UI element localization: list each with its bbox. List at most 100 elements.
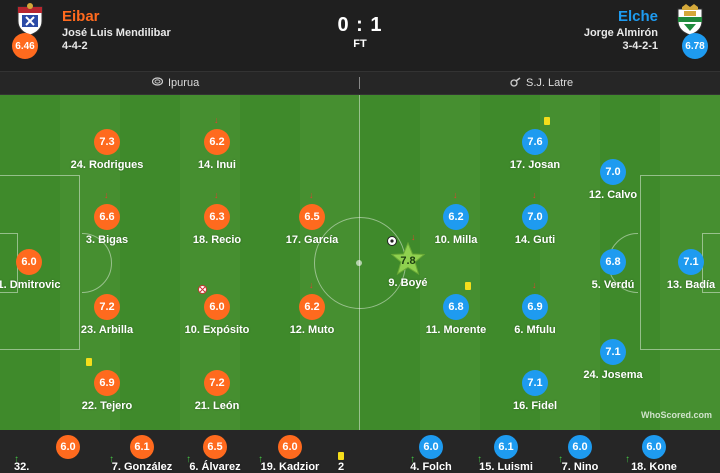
sub-home-5[interactable]: ↑ 6.0 19. Kadzior [235, 430, 345, 473]
player-away-cb[interactable]: 6.8 5. Verdú [553, 249, 673, 291]
player-name: 7. Nino [561, 461, 599, 473]
player-name: 18. Kone [631, 461, 677, 473]
away-penalty-box [640, 175, 720, 350]
player-rating: 6.2 [299, 294, 325, 320]
player-rating: 7.1 [600, 339, 626, 365]
away-team-rating: 6.78 [682, 33, 708, 59]
player-name: 32. [14, 461, 30, 473]
home-penalty-box [0, 175, 80, 350]
player-name: 16. Fidel [512, 400, 558, 412]
player-away-rcb[interactable]: 7.1 24. Josema [553, 339, 673, 381]
sub-off-icon: ↓ [309, 190, 314, 200]
player-home-lcb[interactable]: 7.3 24. Rodrigues [47, 129, 167, 171]
sub-away-1[interactable]: ↑ 6.0 4. Folch [376, 430, 486, 473]
player-home-cm2[interactable]: 6.0 10. Expósito [157, 285, 277, 336]
player-rating: 6.6 [94, 204, 120, 230]
player-away-gk[interactable]: 7.1 13. Badía [631, 249, 720, 291]
away-team-crest[interactable] [674, 3, 706, 37]
sub-off-icon: ↓ [453, 190, 458, 200]
player-home-gk[interactable]: 6.0 1. Dmitrovic [0, 249, 89, 291]
player-rating: 7.8 [400, 254, 416, 267]
player-rating: 7.2 [204, 370, 230, 396]
player-name: 6. Mfulu [514, 324, 556, 336]
player-rating: 6.5 [203, 435, 227, 459]
player-name: 24. Josema [583, 369, 643, 381]
match-info-bar: Ipurua S.J. Latre [0, 71, 720, 95]
player-home-cm1[interactable]: ↓ 6.3 18. Recio [157, 191, 277, 247]
away-team-name[interactable]: Elche [617, 8, 658, 25]
player-away-cm2[interactable]: ↓ 6.9 6. Mfulu [475, 281, 595, 337]
player-away-lcb[interactable]: 7.0 12. Calvo [553, 159, 673, 201]
player-name: 4. Folch [410, 461, 452, 473]
player-away-lwb[interactable]: 7.6 17. Josan [475, 117, 595, 171]
sub-home-4[interactable]: ↑ 6.5 6. Álvarez [160, 430, 270, 473]
whistle-icon [510, 76, 521, 90]
sub-away-3[interactable]: ↑ 6.0 7. Nino [525, 430, 635, 473]
player-name: 17. García [285, 234, 339, 246]
player-home-rb[interactable]: 6.9 22. Tejero [47, 358, 167, 412]
player-away-rwb[interactable]: 7.1 16. Fidel [475, 370, 595, 412]
yellow-card-icon [465, 282, 471, 290]
venue-name: Ipurua [168, 77, 200, 89]
player-rating: 6.3 [204, 204, 230, 230]
player-home-lb[interactable]: ↓ 6.6 3. Bigas [47, 191, 167, 247]
player-name: 1. Dmitrovic [0, 279, 61, 291]
sub-off-icon: ↓ [532, 190, 537, 200]
sub-off-icon: ↓ [214, 190, 219, 200]
own-goal-ball-icon [198, 285, 207, 296]
yellow-card-icon [544, 117, 550, 125]
sub-home-1[interactable]: ↑ 32. [0, 430, 68, 473]
player-name: 21. León [194, 400, 240, 412]
player-rating: 6.9 [94, 370, 120, 396]
player-home-st2[interactable]: ↓ 6.2 12. Muto [252, 281, 372, 337]
sub-on-icon: ↑ [109, 454, 114, 465]
sub-on-icon: ↑ [186, 454, 191, 465]
sub-home-2[interactable]: 6.0 [13, 430, 123, 459]
sub-on-icon: ↑ [625, 454, 630, 465]
player-home-rm[interactable]: 7.2 21. León [157, 370, 277, 412]
player-name: 14. Guti [514, 234, 556, 246]
sub-off-icon: ↓ [104, 190, 109, 200]
venue-info: Ipurua [151, 76, 200, 90]
player-name: 12. Muto [289, 324, 335, 336]
player-name: 7. González [111, 461, 173, 473]
sub-off-icon: ↓ [411, 232, 416, 242]
home-team-name[interactable]: Eibar [62, 8, 100, 25]
player-name: 19. Kadzior [260, 461, 320, 473]
match-header: 6.46 Eibar José Luis Mendilibar 4-4-2 0 … [0, 0, 720, 71]
player-away-cm1[interactable]: ↓ 7.0 14. Guti [475, 191, 595, 247]
sub-home-6[interactable]: 2 [290, 430, 350, 473]
player-name: 2 [338, 461, 345, 473]
substitutes-bar: ↑ 32. 6.0 ↑ 6.1 7. González ↑ 6.5 6. Álv… [0, 430, 720, 473]
player-rating: 7.3 [94, 129, 120, 155]
sub-off-icon: ↓ [532, 280, 537, 290]
player-name: 9. Boyé [388, 277, 428, 289]
player-away-am2[interactable]: 6.8 11. Morente [396, 282, 516, 336]
player-away-am1[interactable]: ↓ 6.2 10. Milla [396, 191, 516, 247]
player-home-lm[interactable]: ↓ 6.2 14. Inui [157, 116, 277, 172]
player-rating: 7.1 [678, 249, 704, 275]
sub-home-3[interactable]: ↑ 6.1 7. González [87, 430, 197, 473]
player-rating: 6.2 [443, 204, 469, 230]
player-rating: 6.0 [56, 435, 80, 459]
player-name: 18. Recio [192, 234, 242, 246]
sub-away-2[interactable]: ↑ 6.1 15. Luismi [451, 430, 561, 473]
match-score: 0 : 1 [337, 14, 383, 36]
away-formation: 3-4-2-1 [622, 40, 658, 52]
sub-on-icon: ↑ [558, 454, 563, 465]
player-away-st-motm[interactable]: ↓ 7.8 9. Boyé [348, 233, 468, 289]
man-of-the-match-star-icon: 7.8 [391, 242, 425, 276]
player-rating: 7.6 [522, 129, 548, 155]
goal-ball-icon [387, 236, 397, 248]
yellow-card-icon [86, 358, 92, 366]
player-name: 10. Expósito [184, 324, 250, 336]
player-rating: 6.0 [16, 249, 42, 275]
away-manager: Jorge Almirón [583, 27, 658, 39]
player-name: 22. Tejero [81, 400, 133, 412]
sub-on-icon: ↑ [258, 454, 263, 465]
sub-away-4[interactable]: ↑ 6.0 18. Kone [599, 430, 709, 473]
player-rating: 6.5 [299, 204, 325, 230]
stadium-icon [151, 76, 164, 90]
player-home-cb[interactable]: 7.2 23. Arbilla [47, 294, 167, 336]
player-home-st1[interactable]: ↓ 6.5 17. García [252, 191, 372, 247]
